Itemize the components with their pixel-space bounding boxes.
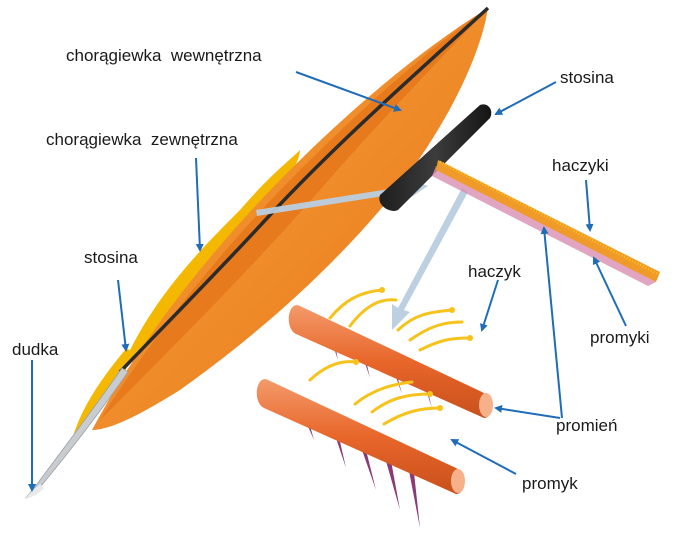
label-promyki: promyki — [590, 328, 650, 347]
zoom-arrow-barbs — [392, 188, 468, 330]
leader-promien-barb — [494, 404, 561, 419]
barb-closeup-body — [436, 160, 660, 282]
barb-closeup-hatch — [439, 160, 659, 276]
barb-lower — [256, 379, 465, 494]
hooklets — [308, 288, 472, 426]
rachis-closeup — [379, 104, 492, 211]
leader-stosina-right — [494, 81, 557, 115]
label-stosina-left: stosina — [84, 248, 138, 267]
leader-haczyk — [480, 279, 499, 332]
leader-promien-top — [540, 226, 563, 419]
barb-upper — [288, 305, 492, 418]
barb-lower-end — [451, 469, 465, 493]
barb-closeup — [432, 160, 660, 286]
leader-promyki — [592, 256, 627, 327]
label-stosina-right: stosina — [560, 68, 614, 87]
zoom-arrows — [256, 178, 468, 330]
hooklet-tips — [353, 287, 473, 411]
label-promyk: promyk — [522, 474, 578, 493]
leader-choragiewka-wewnetrzna — [295, 71, 402, 112]
leader-lines — [28, 71, 627, 492]
label-promien: promień — [556, 416, 618, 435]
label-haczyki: haczyki — [552, 156, 609, 175]
feather — [25, 6, 490, 499]
label-dudka: dudka — [12, 340, 59, 359]
rachis-closeup-shaft — [379, 104, 492, 211]
label-choragiewka-zewnetrzna: chorągiewka zewnętrzna — [46, 130, 238, 149]
zoom-arrow-rachis — [256, 178, 428, 216]
leader-stosina-left — [117, 279, 130, 352]
label-choragiewka-wewnetrzna: chorągiewka wewnętrzna — [66, 46, 262, 65]
leader-promyk — [450, 439, 517, 475]
label-haczyk: haczyk — [468, 262, 521, 281]
calamus-tip — [26, 484, 44, 498]
leader-choragiewka-zewnetrzna — [195, 157, 204, 252]
enlarged-barbs — [256, 287, 493, 528]
barb-upper-end — [479, 393, 493, 417]
calamus — [25, 367, 129, 499]
vane-shading — [100, 8, 488, 420]
leader-haczyki — [585, 179, 594, 232]
